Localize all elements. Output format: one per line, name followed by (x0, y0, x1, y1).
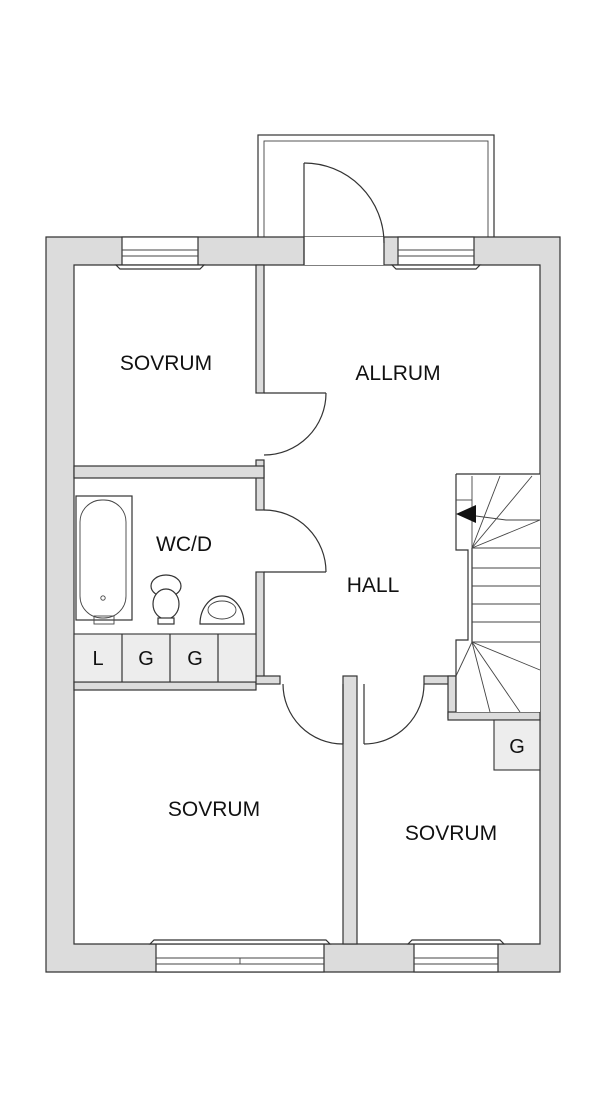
sink (199, 595, 245, 625)
closet-label-wardrobe-3: G (509, 736, 525, 758)
door-bottom-right-bedroom (363, 683, 425, 745)
room-label-bedroom-bottom-right: SOVRUM (405, 822, 497, 845)
window-bottom-left (148, 939, 332, 973)
closet-label-wardrobe-2: G (187, 648, 203, 670)
balcony-door (303, 162, 385, 265)
window-top-left (114, 236, 206, 270)
room-label-hall: HALL (347, 574, 400, 597)
toilet (150, 574, 182, 625)
room-label-living-room: ALLRUM (355, 362, 440, 385)
room-label-bedroom-top-left: SOVRUM (120, 352, 212, 375)
window-bottom-right (406, 939, 506, 973)
door-bathroom (263, 509, 327, 573)
window-top-right (390, 236, 482, 270)
door-top-left-bedroom (263, 392, 327, 456)
closet-row (73, 633, 257, 683)
staircase (455, 473, 541, 713)
bathtub (75, 495, 133, 625)
closet-right (493, 719, 541, 771)
room-label-bathroom: WC/D (156, 533, 212, 556)
outer-walls (45, 236, 561, 973)
room-label-bedroom-bottom-left: SOVRUM (168, 798, 260, 821)
door-bottom-left-bedroom (282, 683, 344, 745)
balcony (257, 134, 495, 240)
closet-label-wardrobe-1: G (138, 648, 154, 670)
closet-label-linen: L (92, 648, 103, 670)
